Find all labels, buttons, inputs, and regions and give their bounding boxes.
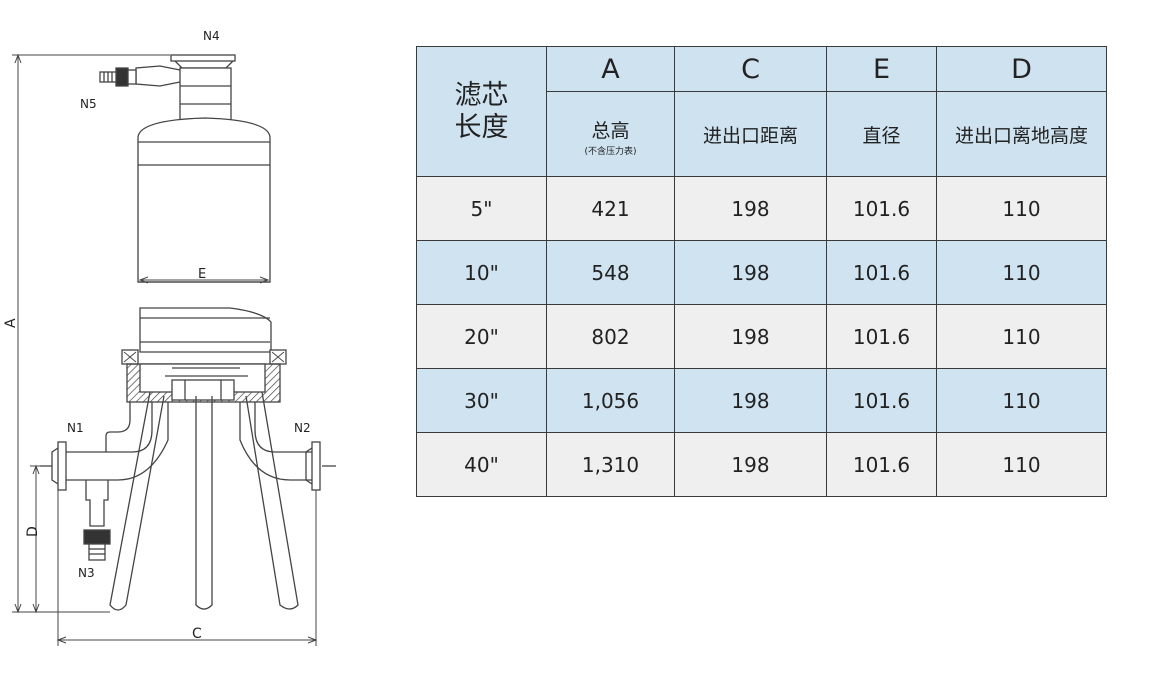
cell-d: 110 — [936, 304, 1107, 369]
housing-body — [137, 117, 271, 283]
n5-vent-valve — [99, 65, 181, 87]
cell-a: 548 — [546, 240, 675, 305]
header-name-e: 直径 — [826, 91, 937, 177]
clamp-ring — [121, 307, 287, 365]
dimension-lines — [12, 53, 318, 646]
cell-length: 10" — [416, 240, 547, 305]
cell-a: 1,310 — [546, 432, 675, 497]
n4-outlet — [170, 54, 236, 121]
cell-e: 101.6 — [826, 176, 937, 241]
header-letter-c: C — [674, 46, 827, 92]
label-dim-a: A — [3, 318, 19, 328]
cell-a: 802 — [546, 304, 675, 369]
header-length-line1: 滤芯 — [454, 79, 509, 111]
label-n2: N2 — [294, 421, 311, 435]
filter-housing-drawing: N4 N5 N1 N2 N3 E C A D — [3, 29, 336, 646]
housing-head — [126, 363, 281, 403]
cell-e: 101.6 — [826, 240, 937, 305]
header-letter-a: A — [546, 46, 675, 92]
cell-length: 30" — [416, 368, 547, 433]
header-length: 滤芯 长度 — [416, 46, 547, 177]
cell-length: 40" — [416, 432, 547, 497]
cell-length: 20" — [416, 304, 547, 369]
cell-d: 110 — [936, 176, 1107, 241]
table-row: 10" 548 198 101.6 110 — [416, 240, 1107, 305]
label-n5: N5 — [80, 97, 97, 111]
cell-d: 110 — [936, 432, 1107, 497]
cell-c: 198 — [674, 176, 827, 241]
cell-c: 198 — [674, 240, 827, 305]
table-row: 20" 802 198 101.6 110 — [416, 304, 1107, 369]
table-row: 30" 1,056 198 101.6 110 — [416, 368, 1107, 433]
cell-e: 101.6 — [826, 432, 937, 497]
header-name-d: 进出口离地高度 — [936, 91, 1107, 177]
header-name-a: 总高 (不含压力表) — [546, 91, 675, 177]
cell-a: 1,056 — [546, 368, 675, 433]
cell-c: 198 — [674, 368, 827, 433]
header-name-a-text: 总高 — [591, 120, 630, 142]
label-dim-e: E — [198, 267, 206, 282]
cell-d: 110 — [936, 368, 1107, 433]
label-dim-c: C — [192, 626, 202, 642]
label-n1: N1 — [67, 421, 84, 435]
cell-e: 101.6 — [826, 368, 937, 433]
table-row: 40" 1,310 198 101.6 110 — [416, 432, 1107, 497]
header-length-line2: 长度 — [454, 111, 509, 143]
cell-c: 198 — [674, 304, 827, 369]
inlet-outlet-pipes — [40, 402, 336, 561]
support-legs — [109, 391, 299, 611]
cell-a: 421 — [546, 176, 675, 241]
label-dim-d: D — [25, 526, 41, 537]
cell-d: 110 — [936, 240, 1107, 305]
table-row: 5" 421 198 101.6 110 — [416, 176, 1107, 241]
label-n3: N3 — [78, 566, 95, 580]
spec-table: 滤芯 长度 A C E D 总高 (不含压力表) 进出口距离 直径 进出口离地高… — [416, 46, 1107, 497]
cell-c: 198 — [674, 432, 827, 497]
cell-length: 5" — [416, 176, 547, 241]
header-letter-d: D — [936, 46, 1107, 92]
header-note-a: (不含压力表) — [584, 147, 637, 157]
label-n4: N4 — [203, 29, 220, 43]
header-letter-e: E — [826, 46, 937, 92]
header-name-c: 进出口距离 — [674, 91, 827, 177]
cell-e: 101.6 — [826, 304, 937, 369]
